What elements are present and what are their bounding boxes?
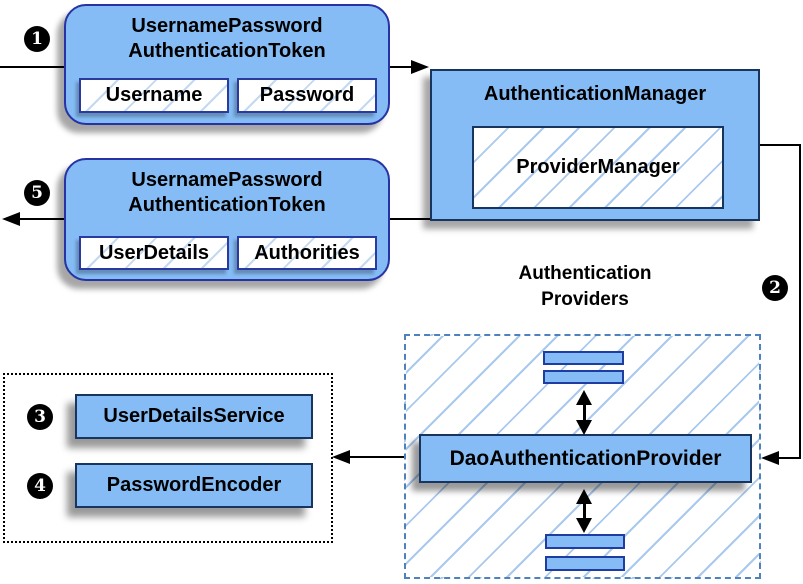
authentication-manager-title: AuthenticationManager	[483, 83, 707, 105]
provider-placeholder-bar	[543, 351, 624, 365]
step2-path-bottom-segment	[779, 457, 801, 459]
password-encoder-box: PasswordEncoder	[75, 463, 313, 508]
authentication-providers-label-line2: Providers	[541, 289, 629, 310]
request-token-title: UsernamePassword AuthenticationToken	[66, 14, 388, 64]
arrowhead-down-icon	[576, 518, 592, 533]
response-token-title-line2: AuthenticationToken	[128, 194, 326, 216]
arrowhead-up-icon	[576, 390, 592, 405]
step-badge-2: 2	[762, 275, 788, 301]
provider-placeholder-bar	[543, 370, 624, 384]
username-field-box: Username	[79, 78, 229, 113]
step2-path-vertical-segment	[799, 144, 801, 459]
arrow-stem	[582, 405, 586, 420]
request-token-box: UsernamePassword AuthenticationToken Use…	[64, 4, 390, 125]
arrow-stem	[582, 504, 586, 518]
request-token-title-line1: UsernamePassword	[131, 15, 323, 37]
arrowhead-left-icon	[332, 450, 350, 464]
authentication-manager-box: AuthenticationManager ProviderManager	[430, 69, 760, 221]
step-badge-5: 5	[24, 180, 50, 206]
step2-path-top-segment	[760, 144, 801, 146]
dao-authentication-provider-box: DaoAuthenticationProvider	[419, 434, 752, 483]
double-arrow-icon	[576, 489, 592, 533]
double-arrow-icon	[576, 390, 592, 435]
services-container: UserDetailsService PasswordEncoder	[3, 373, 333, 543]
response-token-box: UsernamePassword AuthenticationToken Use…	[64, 158, 390, 281]
authorities-field-box: Authorities	[237, 236, 377, 270]
response-token-title: UsernamePassword AuthenticationToken	[66, 168, 388, 218]
authentication-providers-label-line1: Authentication	[518, 263, 652, 284]
step-badge-3: 3	[27, 404, 53, 430]
step-badge-4: 4	[27, 473, 53, 499]
arrowhead-left-icon	[2, 212, 20, 226]
provider-placeholder-bar	[545, 556, 625, 571]
authentication-providers-container: DaoAuthenticationProvider	[404, 334, 761, 579]
arrowhead-down-icon	[576, 420, 592, 435]
arrowhead-right-icon	[411, 60, 429, 74]
arrowhead-up-icon	[576, 489, 592, 504]
request-token-title-line2: AuthenticationToken	[128, 40, 326, 62]
password-field-box: Password	[237, 78, 377, 113]
response-token-title-line1: UsernamePassword	[131, 169, 323, 191]
arrowhead-left-icon	[761, 451, 779, 465]
provider-manager-box: ProviderManager	[472, 126, 724, 209]
userdetails-field-box: UserDetails	[79, 236, 229, 270]
provider-placeholder-bar	[545, 534, 625, 549]
step-badge-1: 1	[24, 26, 50, 52]
user-details-service-box: UserDetailsService	[75, 394, 313, 439]
dao-to-services-line	[350, 456, 412, 458]
authentication-providers-label: Authentication Providers	[485, 261, 685, 313]
